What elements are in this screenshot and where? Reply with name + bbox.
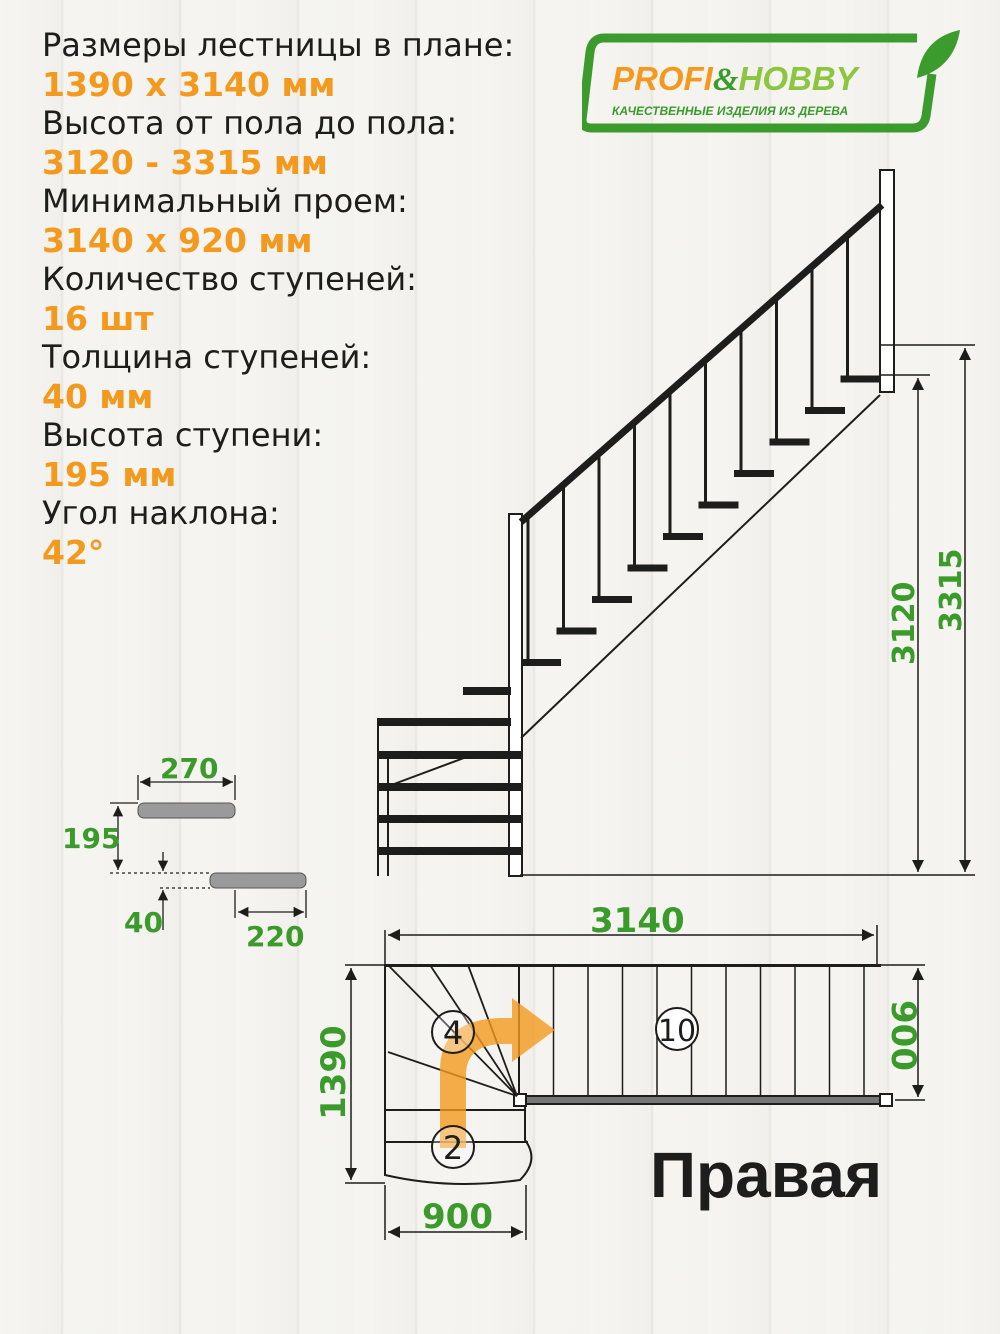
spec-value: 195 мм [42,455,177,494]
winder-tread [377,783,521,791]
plan-outline [384,965,880,1185]
winder-line [387,964,518,1097]
spec-label: Количество ступеней: [42,260,417,298]
tread [805,407,845,414]
winder-tread [377,751,521,759]
tread [592,596,632,603]
plan-top-edge [384,964,881,967]
plan-railing [518,1095,892,1105]
overlap-label: 220 [246,920,304,953]
handrail [518,202,885,525]
brand-logo: PROFI&HOBBY КАЧЕСТВЕННЫЕ ИЗДЕЛИЯ ИЗ ДЕРЕ… [582,30,960,138]
spec-value: 16 шт [42,299,154,338]
spec-label: Высота от пола до пола: [42,104,458,142]
orientation-label: Правая [650,1139,883,1211]
spec-label: Толщина ступеней: [42,338,372,376]
logo-tagline: КАЧЕСТВЕННЫЕ ИЗДЕЛИЯ ИЗ ДЕРЕВА [612,104,849,118]
tread [698,501,739,509]
plan-length-label: 3140 [590,901,685,941]
step-count-markers: 4 2 10 [431,1007,699,1169]
height-max-label: 3315 [934,549,969,633]
height-min-label: 3120 [887,582,922,666]
plan-width-label: 1390 [314,1025,354,1120]
step-height-label: 195 [62,822,120,855]
winder-count: 4 [443,1014,463,1052]
tread [556,627,597,635]
tread [840,375,881,383]
tread [734,470,774,477]
winder-tread [377,718,511,726]
spec-value: 3140 x 920 мм [42,221,313,260]
spec-label: Угол наклона: [42,494,280,532]
tread [663,533,703,540]
top-newel-post [879,169,895,393]
spec-label: Минимальный проем: [42,182,408,220]
leaf-icon [917,30,960,78]
lower-count: 2 [443,1129,463,1167]
upper-count: 10 [658,1014,696,1049]
spec-value: 42° [42,533,105,572]
stringer [520,394,881,739]
winder-stringer [393,751,481,785]
tread-detail: 270 195 40 220 [62,752,307,953]
plan-dimensions [345,925,925,1240]
spec-value: 40 мм [42,377,154,416]
tread [627,564,668,572]
winder-tread [463,687,511,695]
spec-value: 1390 x 3140 мм [42,65,336,104]
spec-label: Размеры лестницы в плане: [42,26,515,64]
tread-depth-label: 270 [160,752,218,785]
direction-arrow-icon [440,998,555,1148]
plan-newel [879,1093,893,1107]
spec-label: Высота ступени: [42,416,324,454]
specs-list: Размеры лестницы в плане: 1390 x 3140 мм… [42,26,514,572]
elevation-dimensions [520,344,975,876]
plan-newel [513,1093,527,1107]
winder-tread [377,847,521,855]
logo-frame [582,30,960,133]
winder-tread [377,815,521,823]
side-elevation [377,169,895,877]
logo-wordmark: PROFI&HOBBY [612,60,858,98]
tread [769,438,810,446]
tread [521,659,561,666]
thickness-label: 40 [124,906,163,939]
flight-width-label: 900 [883,1000,923,1071]
spec-value: 3120 - 3315 мм [42,143,328,182]
bottom-width-label: 900 [422,1197,493,1237]
